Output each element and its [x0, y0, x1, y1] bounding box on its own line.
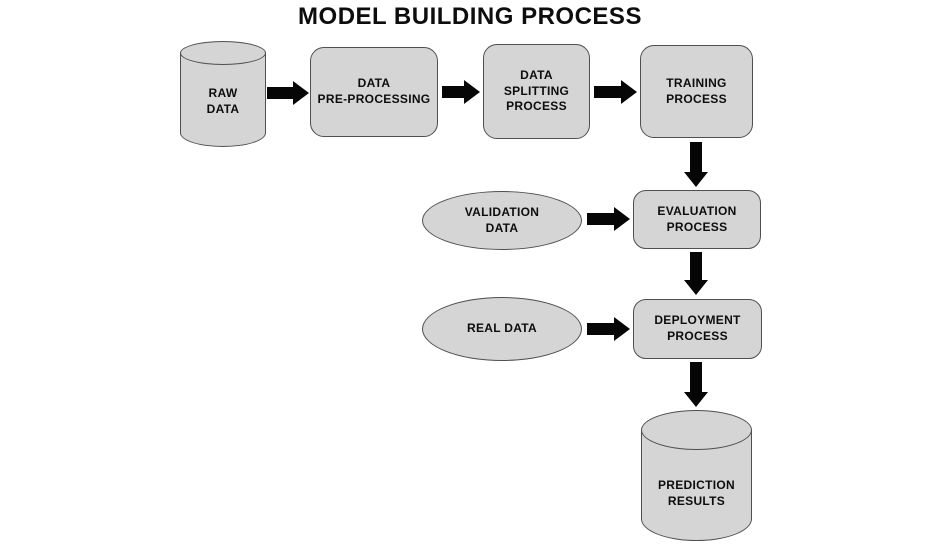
- node-real-data: REAL DATA: [422, 297, 582, 361]
- arrow-head-icon: [684, 280, 708, 295]
- arrow-head-icon: [684, 392, 708, 407]
- cylinder-top-ellipse: [180, 41, 266, 65]
- arrow-head-icon: [293, 81, 309, 105]
- arrow-training-to-evaluation: [684, 142, 708, 187]
- arrow-shaft: [690, 142, 702, 174]
- node-label-prediction-results: PREDICTION RESULTS: [657, 477, 735, 508]
- node-raw-data: RAW DATA: [180, 41, 266, 147]
- arrow-validation-data-to-evaluation: [587, 207, 630, 231]
- node-label-data-pre-processing: DATA PRE-PROCESSING: [317, 76, 431, 106]
- arrow-shaft: [690, 252, 702, 282]
- node-label-raw-data: RAW DATA: [206, 86, 240, 116]
- arrow-shaft: [267, 87, 295, 99]
- node-label-real-data: REAL DATA: [466, 321, 538, 336]
- node-label-evaluation-process: EVALUATION PROCESS: [657, 203, 737, 234]
- node-label-validation-data: VALIDATION DATA: [464, 204, 540, 235]
- arrow-raw-data-to-pre-processing: [267, 81, 309, 105]
- arrow-data-splitting-to-training: [594, 80, 637, 104]
- diagram-title: MODEL BUILDING PROCESS: [298, 3, 642, 30]
- arrow-shaft: [594, 86, 623, 98]
- arrow-shaft: [442, 86, 466, 98]
- arrow-real-data-to-deployment: [587, 317, 630, 341]
- node-evaluation-process: EVALUATION PROCESS: [633, 190, 761, 249]
- arrow-head-icon: [621, 80, 637, 104]
- node-prediction-results: PREDICTION RESULTS: [641, 410, 752, 541]
- node-training-process: TRAINING PROCESS: [640, 45, 753, 138]
- node-label-training-process: TRAINING PROCESS: [666, 75, 727, 106]
- arrow-shaft: [587, 323, 616, 335]
- cylinder-top-ellipse: [641, 410, 752, 450]
- node-validation-data: VALIDATION DATA: [422, 191, 582, 250]
- arrow-head-icon: [464, 80, 480, 104]
- node-deployment-process: DEPLOYMENT PROCESS: [633, 299, 762, 359]
- arrow-head-icon: [614, 207, 630, 231]
- node-data-splitting-process: DATA SPLITTING PROCESS: [483, 44, 590, 139]
- arrow-head-icon: [684, 172, 708, 187]
- node-label-deployment-process: DEPLOYMENT PROCESS: [654, 313, 741, 343]
- arrow-evaluation-to-deployment: [684, 252, 708, 295]
- arrow-head-icon: [614, 317, 630, 341]
- arrow-deployment-to-prediction-results: [684, 362, 708, 407]
- cylinder-body: [180, 53, 266, 147]
- node-label-data-splitting-process: DATA SPLITTING PROCESS: [503, 68, 570, 114]
- arrow-shaft: [587, 213, 616, 225]
- arrow-shaft: [690, 362, 702, 394]
- arrow-pre-processing-to-data-splitting: [442, 80, 480, 104]
- node-data-pre-processing: DATA PRE-PROCESSING: [310, 47, 438, 137]
